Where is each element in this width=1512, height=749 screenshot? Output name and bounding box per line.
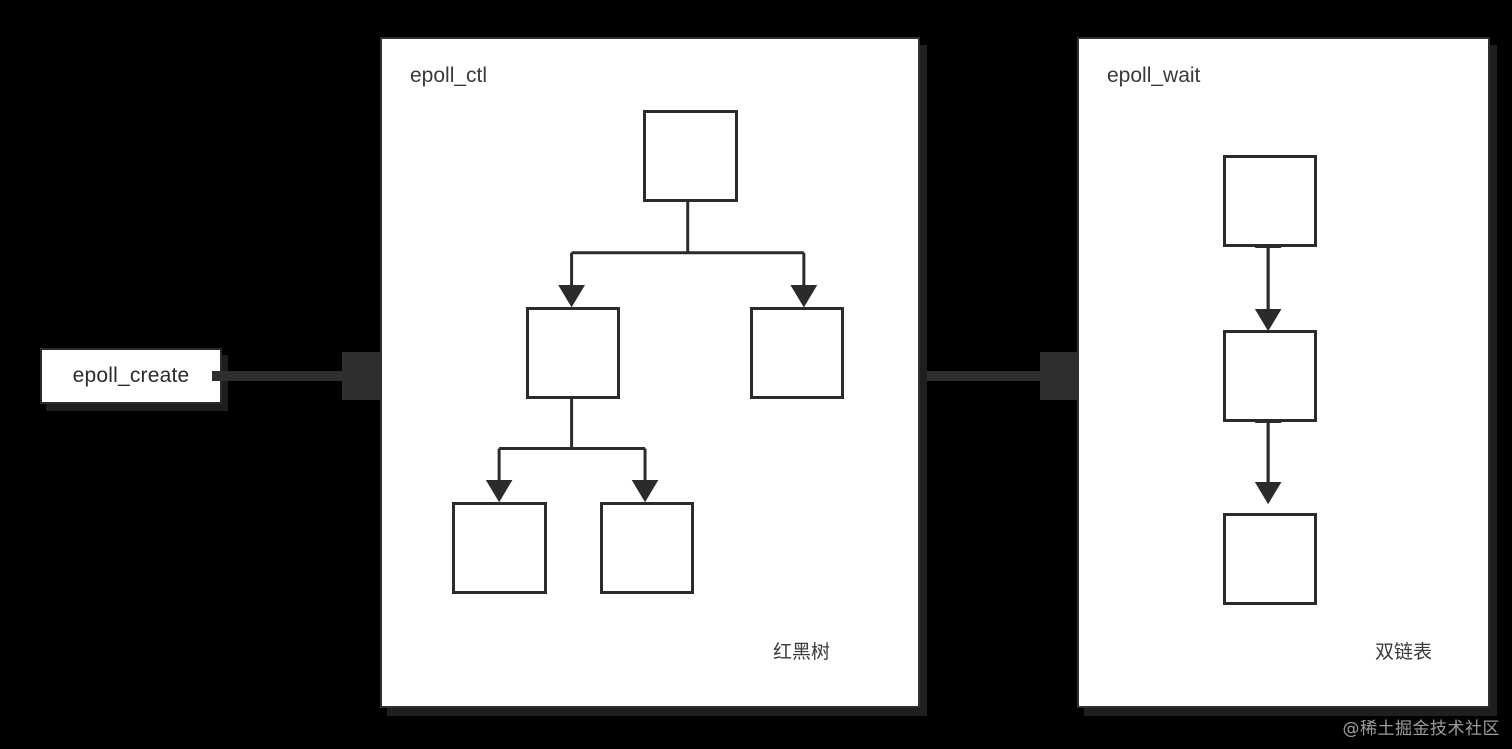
panel-title-epoll-ctl: epoll_ctl [410, 64, 488, 87]
panel-footer-epoll-ctl: 红黑树 [772, 641, 830, 663]
watermark: @稀土掘金技术社区 [1342, 719, 1500, 739]
connector-create-to-ctl [212, 352, 390, 400]
connector-ctl-to-wait [920, 352, 1088, 400]
tree-node-right[interactable] [750, 307, 844, 399]
tree-node-left-right[interactable] [600, 502, 694, 594]
list-node-3[interactable] [1223, 513, 1317, 605]
list-node-1[interactable] [1223, 155, 1317, 247]
list-node-2[interactable] [1223, 330, 1317, 422]
panel-footer-epoll-wait: 双链表 [1374, 641, 1432, 663]
tree-node-left-left[interactable] [452, 502, 547, 594]
tree-node-left[interactable] [526, 307, 620, 399]
panel-title-epoll-wait: epoll_wait [1107, 64, 1201, 87]
tree-node-root[interactable] [643, 110, 738, 202]
panel-epoll-ctl[interactable]: epoll_ctl [380, 37, 920, 708]
epoll-create-label: epoll_create [72, 364, 190, 387]
epoll-create-node[interactable]: epoll_create [40, 348, 222, 404]
panel-epoll-wait[interactable]: epoll_wait 双链表 [1077, 37, 1490, 708]
